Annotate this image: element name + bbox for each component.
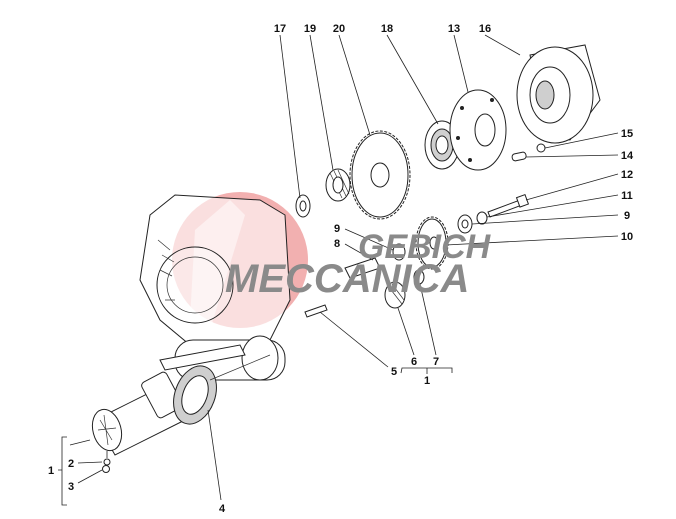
gear-10 [415, 216, 449, 270]
callout-10: 10 [621, 231, 633, 243]
rotor-16 [516, 44, 601, 144]
needle-bearing-19 [325, 168, 351, 202]
callout-16: 16 [479, 23, 491, 35]
starter-motor [91, 371, 186, 473]
callout-labels: 17 19 20 18 13 16 15 14 12 11 9 10 9 8 5… [48, 23, 634, 515]
callout-19: 19 [304, 23, 316, 35]
callout-14: 14 [621, 150, 634, 162]
nut-11 [476, 211, 488, 225]
screw-12 [487, 193, 530, 218]
callout-4: 4 [219, 503, 226, 515]
gear-20 [349, 130, 411, 220]
callout-17: 17 [274, 23, 286, 35]
leader-lines [58, 34, 619, 506]
callout-13: 13 [448, 23, 460, 35]
pin-14 [511, 151, 527, 162]
callout-1-group: 1 [424, 375, 430, 387]
flange-13 [449, 89, 507, 171]
bolt-5 [304, 304, 328, 318]
callout-18: 18 [381, 23, 393, 35]
shaft-8 [344, 257, 381, 279]
callout-9-mid: 9 [334, 223, 340, 235]
seal-7 [413, 269, 425, 285]
watermark-line1: GEBICH [358, 228, 492, 266]
callout-9-right: 9 [624, 210, 630, 222]
callout-2: 2 [68, 458, 74, 470]
callout-15: 15 [621, 128, 633, 140]
callout-8: 8 [334, 238, 340, 250]
watermark-line2: MECCANICA [225, 257, 469, 301]
washer-9-mid [392, 243, 406, 261]
watermark-logo: GEBICH MECCANICA [225, 228, 492, 301]
callout-5: 5 [391, 366, 397, 378]
callout-11: 11 [621, 190, 633, 202]
flange-gasket [173, 354, 271, 425]
callout-12: 12 [621, 169, 633, 181]
callout-20: 20 [333, 23, 345, 35]
callout-3: 3 [68, 481, 74, 493]
callout-1: 1 [48, 465, 54, 477]
washer-15 [536, 143, 546, 153]
callout-6: 6 [411, 356, 417, 368]
pinion-6 [384, 281, 406, 309]
washer-17 [295, 194, 311, 218]
callout-7: 7 [433, 356, 439, 368]
